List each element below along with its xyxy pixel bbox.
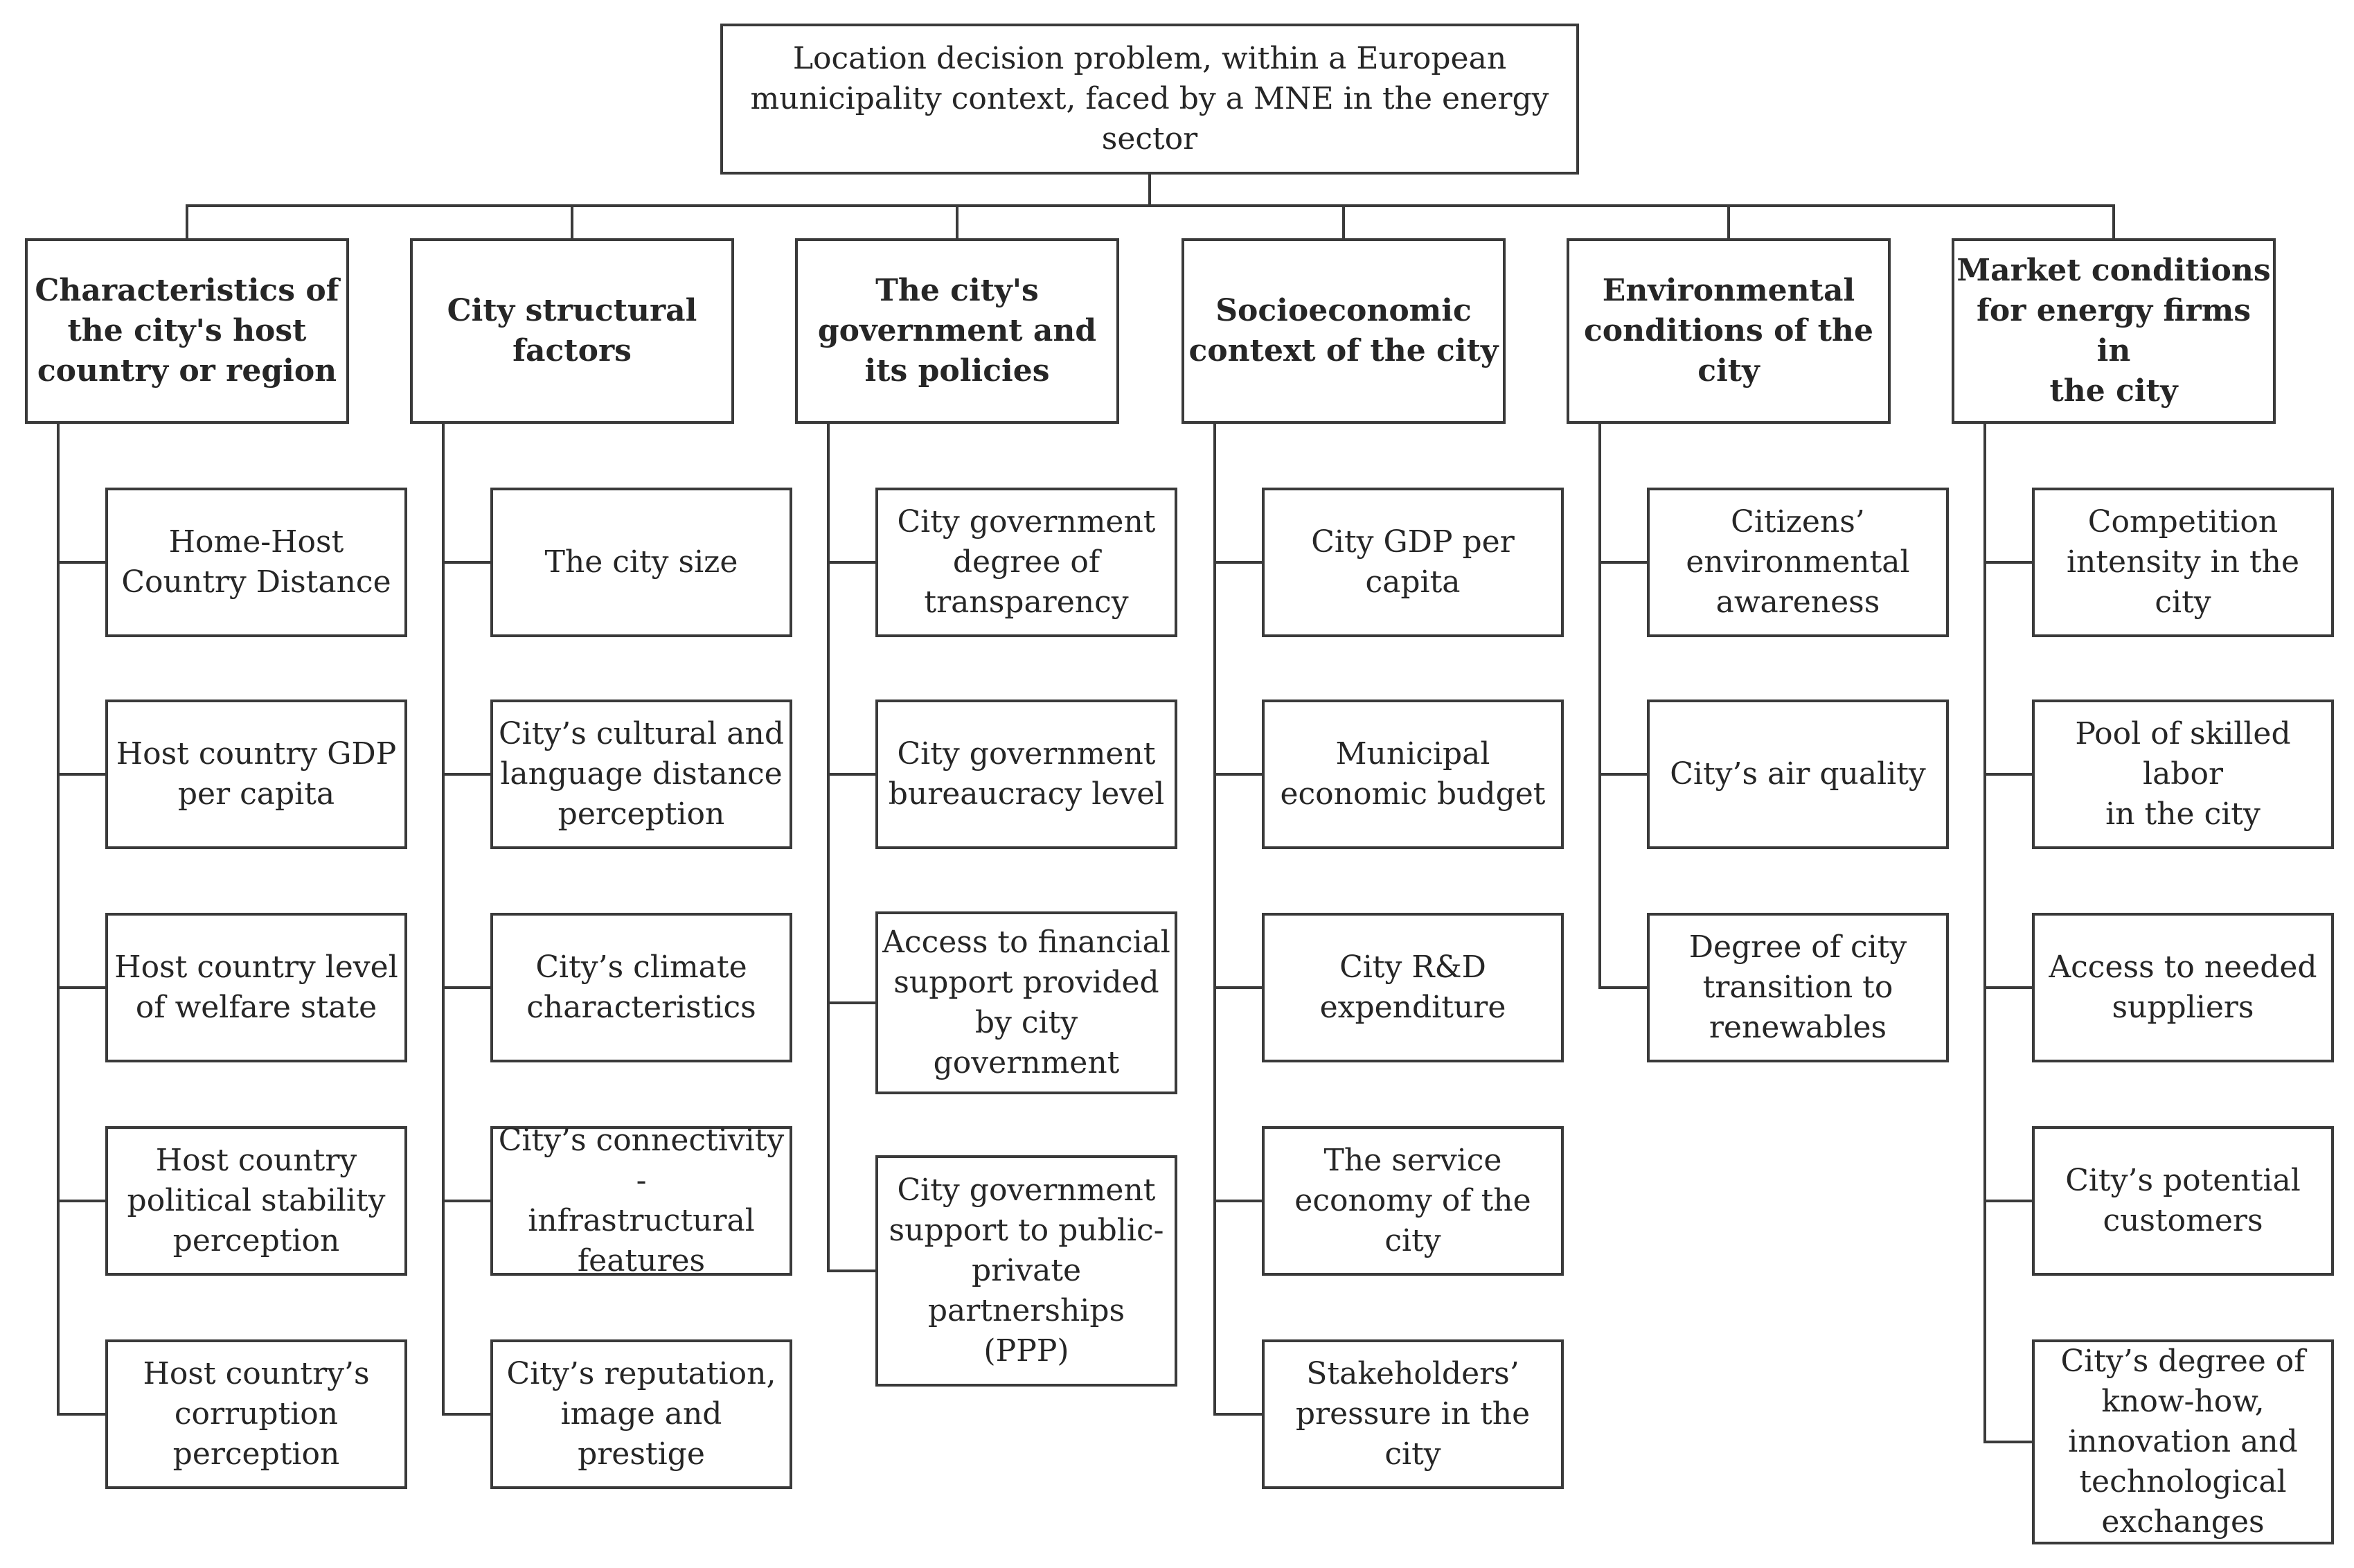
factor-box-3-2: City government bureaucracy level [875, 700, 1177, 849]
factor-box-2-3: City’s climate characteristics [490, 913, 792, 1062]
category-box-4: Socioeconomic context of the city [1182, 238, 1506, 424]
factor-box-2-4: City’s connectivity - infrastructural fe… [490, 1123, 792, 1279]
factor-box-5-3: Degree of city transition to renewables [1647, 913, 1949, 1062]
factor-box-1-3: Host country level of welfare state [105, 913, 407, 1062]
root-problem-box: Location decision problem, within a Euro… [720, 24, 1579, 175]
category-box-3: The city's government and its policies [795, 238, 1119, 424]
factor-box-5-1: Citizens’ environmental awareness [1647, 488, 1949, 637]
category-box-6: Market conditions for energy firms in th… [1952, 238, 2276, 424]
factor-box-6-5: City’s degree of know-how, innovation an… [2032, 1339, 2334, 1544]
factor-box-1-4: Host country political stability percept… [105, 1126, 407, 1276]
category-box-2: City structural factors [410, 238, 734, 424]
factor-box-1-1: Home-Host Country Distance [105, 488, 407, 637]
factor-box-5-2: City’s air quality [1647, 700, 1949, 849]
factor-box-6-3: Access to needed suppliers [2032, 913, 2334, 1062]
factor-box-2-1: The city size [490, 488, 792, 637]
factor-box-4-5: Stakeholders’ pressure in the city [1262, 1339, 1564, 1489]
factor-box-4-4: The service economy of the city [1262, 1126, 1564, 1276]
factor-box-6-1: Competition intensity in the city [2032, 488, 2334, 637]
category-box-1: Characteristics of the city's host count… [25, 238, 349, 424]
factor-box-4-2: Municipal economic budget [1262, 700, 1564, 849]
factor-box-4-1: City GDP per capita [1262, 488, 1564, 637]
factor-box-6-4: City’s potential customers [2032, 1126, 2334, 1276]
factor-box-3-3: Access to financial support provided by … [875, 911, 1177, 1094]
factor-box-4-3: City R&D expenditure [1262, 913, 1564, 1062]
factor-box-6-2: Pool of skilled labor in the city [2032, 700, 2334, 849]
factor-box-1-2: Host country GDP per capita [105, 700, 407, 849]
category-box-5: Environmental conditions of the city [1567, 238, 1891, 424]
factor-box-1-5: Host country’s corruption perception [105, 1339, 407, 1489]
factor-box-2-2: City’s cultural and language distance pe… [490, 700, 792, 849]
factor-box-3-1: City government degree of transparency [875, 488, 1177, 637]
factor-box-2-5: City’s reputation, image and prestige [490, 1339, 792, 1489]
factor-box-3-4: City government support to public- priva… [875, 1155, 1177, 1387]
